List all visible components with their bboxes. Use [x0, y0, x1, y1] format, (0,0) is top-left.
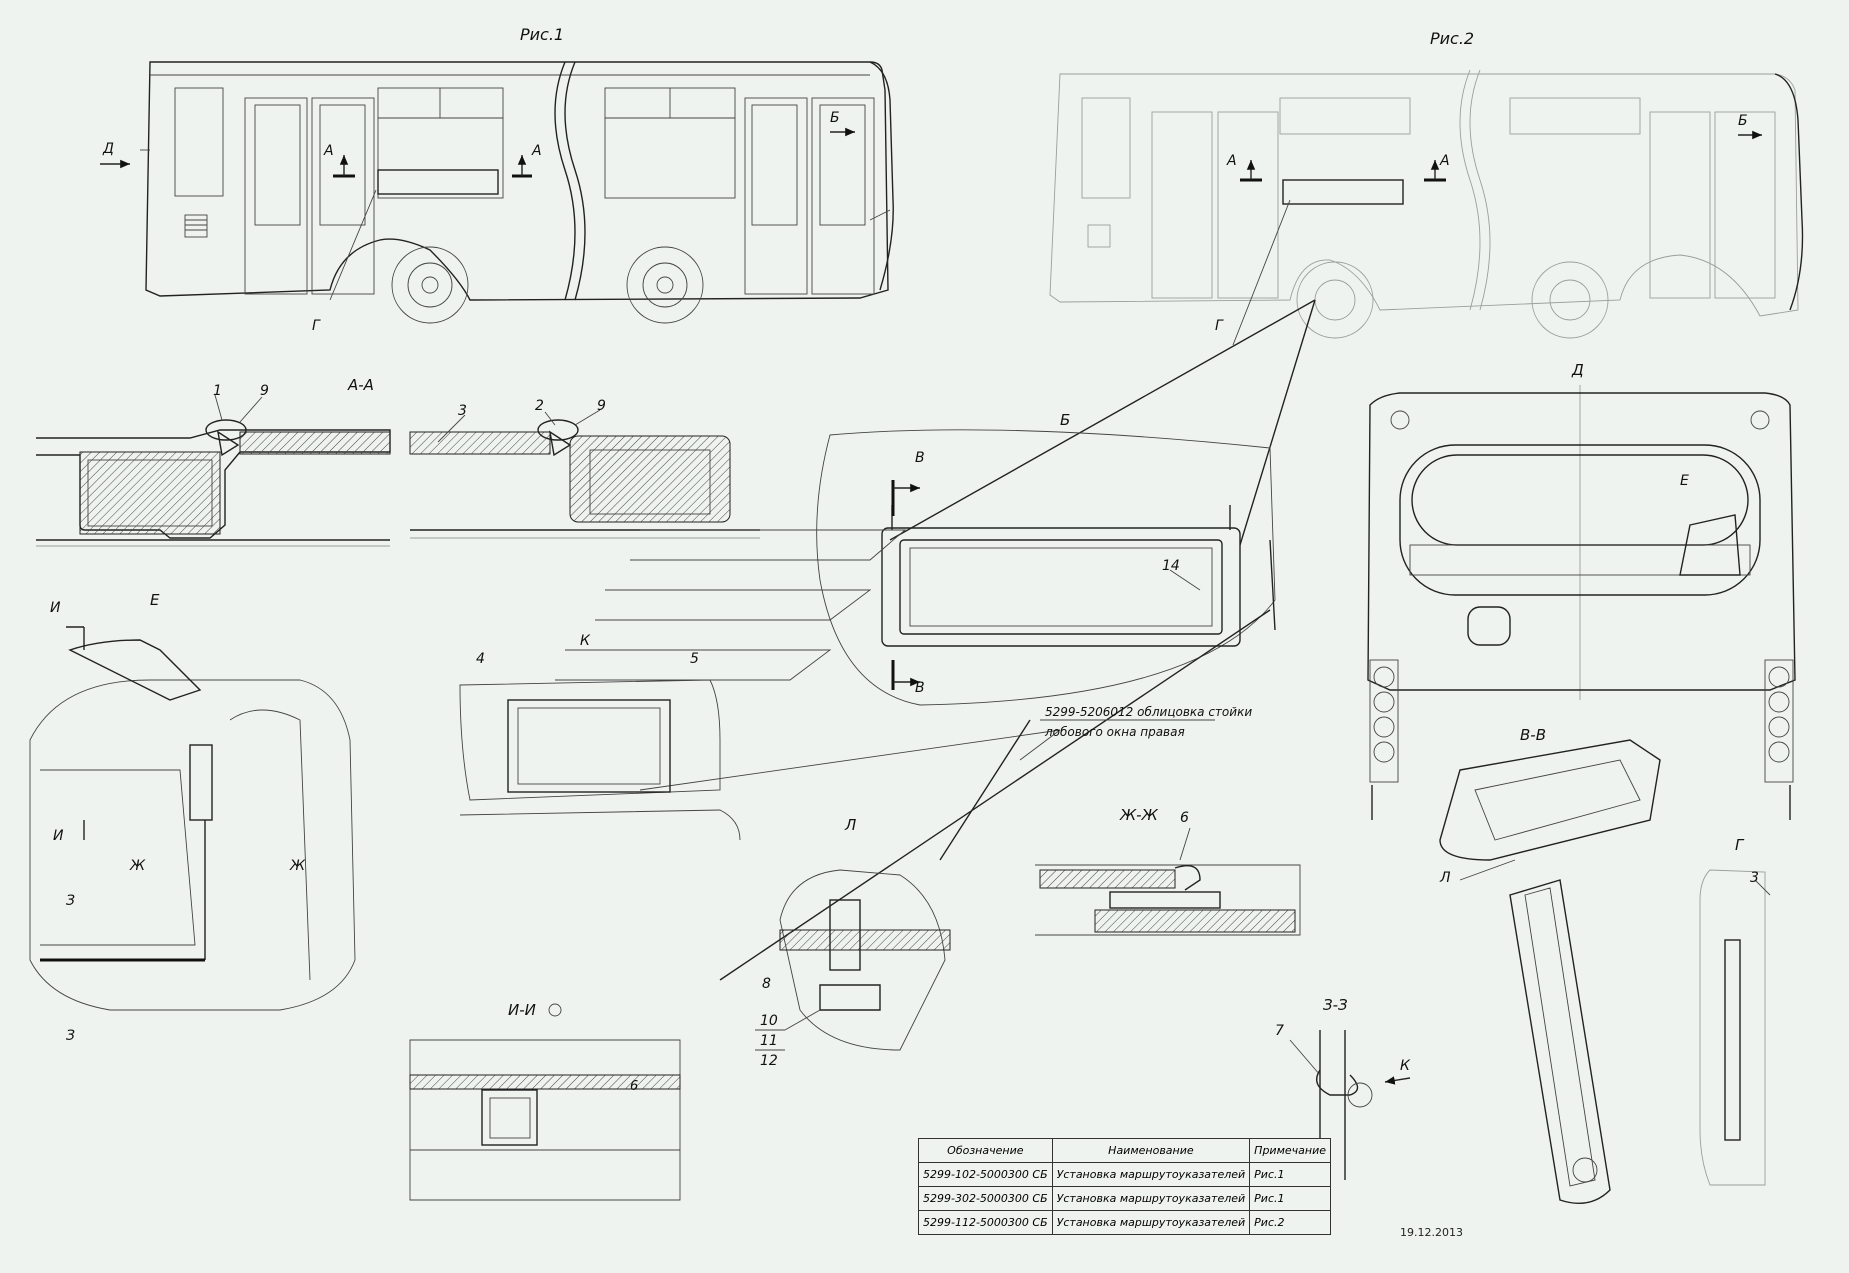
spec-cell-note: Рис.1	[1249, 1186, 1331, 1211]
view-marker-g-fig1: Г	[312, 318, 321, 334]
table-row: 5299-302-5000300 СБ Установка маршрутоук…	[918, 1186, 1331, 1211]
view-b-title: Б	[1060, 411, 1070, 429]
spec-cell-designation: 5299-102-5000300 СБ	[918, 1162, 1053, 1187]
section-a-a: А-А 1 9 3 2 9	[36, 376, 760, 547]
pos-14: 14	[1162, 558, 1180, 574]
view-marker-e: Е	[1680, 473, 1689, 489]
pos-6-ii: 6	[630, 1079, 638, 1094]
table-row: 5299-102-5000300 СБ Установка маршрутоук…	[918, 1162, 1331, 1187]
section-zh-zh: Ж-Ж 6	[1035, 806, 1301, 936]
section-marker-zh-2: Ж	[289, 858, 306, 874]
fig2-section-marker-a-left: А	[1226, 153, 1237, 169]
section-a-a-title: А-А	[347, 376, 374, 394]
pos-5: 5	[690, 651, 699, 667]
pos-7: 7	[1275, 1023, 1284, 1039]
view-b-route-display: Б В В 14	[555, 411, 1276, 981]
view-e-title: Е	[150, 591, 160, 609]
pos-2: 2	[535, 398, 544, 414]
fig2-title: Рис.2	[1430, 29, 1474, 48]
view-marker-l: Л	[1439, 870, 1451, 886]
fig1-title: Рис.1	[520, 25, 564, 44]
section-marker-i-2: И	[53, 828, 64, 844]
drawing-date: 19.12.2013	[1400, 1226, 1463, 1239]
view-marker-d: Д	[102, 141, 114, 157]
spec-header-designation: Обозначение	[918, 1138, 1053, 1163]
spec-cell-name: Установка маршрутоуказателей	[1051, 1210, 1251, 1235]
section-v-v: В-В Л	[1439, 726, 1661, 1204]
spec-cell-name: Установка маршрутоуказателей	[1051, 1186, 1251, 1211]
fig2-bus-side-view: Рис.2 А А Б Г	[889, 29, 1804, 546]
pos-1: 1	[213, 383, 222, 399]
spec-cell-designation: 5299-302-5000300 СБ	[918, 1186, 1053, 1211]
view-l: Л 8 10 11 12	[755, 816, 951, 1069]
section-zh-zh-title: Ж-Ж	[1119, 806, 1159, 824]
pos-8: 8	[762, 976, 771, 992]
callout-line1: 5299-5206012 облицовка стойки	[1045, 705, 1252, 719]
section-marker-zh-1: Ж	[129, 858, 146, 874]
table-row: 5299-112-5000300 СБ Установка маршрутоук…	[918, 1210, 1331, 1235]
pos-10: 10	[760, 1013, 778, 1029]
pos-12: 12	[760, 1053, 778, 1069]
view-marker-k-zz: К	[1400, 1058, 1411, 1074]
spec-cell-designation: 5299-112-5000300 СБ	[918, 1210, 1053, 1235]
section-i-i: И-И 6	[409, 1001, 681, 1201]
fig1-bus-side-view: Рис.1	[100, 25, 894, 334]
section-marker-i-1: И	[50, 600, 61, 616]
spec-header-name: Наименование	[1051, 1138, 1251, 1163]
view-g-title: Г	[1735, 836, 1745, 854]
specification-table: Обозначение Наименование Примечание 5299…	[918, 1138, 1331, 1235]
view-g: Г 3	[1699, 836, 1771, 1186]
pos-3-view-g: 3	[1750, 870, 1759, 886]
section-marker-a-left: А	[323, 143, 334, 159]
view-marker-k: К	[580, 633, 591, 649]
pos-9-right: 9	[597, 398, 606, 414]
view-e: Е И И Ж Ж З З	[29, 591, 356, 1044]
view-marker-b-fig1: Б	[830, 110, 840, 126]
view-k: К 4 5	[459, 633, 741, 841]
view-d-title: Д	[1571, 361, 1584, 379]
pos-11: 11	[760, 1033, 778, 1049]
pos-3-section: 3	[458, 403, 467, 419]
section-v-v-title: В-В	[1520, 726, 1546, 744]
pos-9-left: 9	[260, 383, 269, 399]
part-callout: 5299-5206012 облицовка стойки лобового о…	[1040, 705, 1252, 739]
fig2-section-marker-a-right: А	[1439, 153, 1450, 169]
callout-line2: лобового окна правая	[1044, 725, 1185, 739]
pos-4: 4	[476, 651, 485, 667]
spec-header-note: Примечание	[1249, 1138, 1331, 1163]
fig2-view-marker-g: Г	[1215, 318, 1224, 334]
spec-cell-name: Установка маршрутоуказателей	[1051, 1162, 1251, 1187]
view-l-title: Л	[844, 816, 856, 834]
spec-cell-note: Рис.1	[1249, 1162, 1331, 1187]
spec-header-row: Обозначение Наименование Примечание	[918, 1138, 1331, 1163]
spec-cell-note: Рис.2	[1249, 1210, 1331, 1235]
section-marker-a-right: А	[531, 143, 542, 159]
section-marker-z-2: З	[66, 1028, 75, 1044]
section-marker-v-top: В	[915, 450, 925, 466]
section-marker-v-bottom: В	[915, 680, 925, 696]
section-i-i-title: И-И	[508, 1001, 536, 1019]
section-z-z-title: З-З	[1323, 996, 1348, 1014]
pos-6-zh: 6	[1180, 810, 1189, 826]
view-d-rear: Д Е	[1367, 361, 1796, 820]
fig2-view-marker-b: Б	[1738, 113, 1748, 129]
section-marker-z-1: З	[66, 893, 75, 909]
